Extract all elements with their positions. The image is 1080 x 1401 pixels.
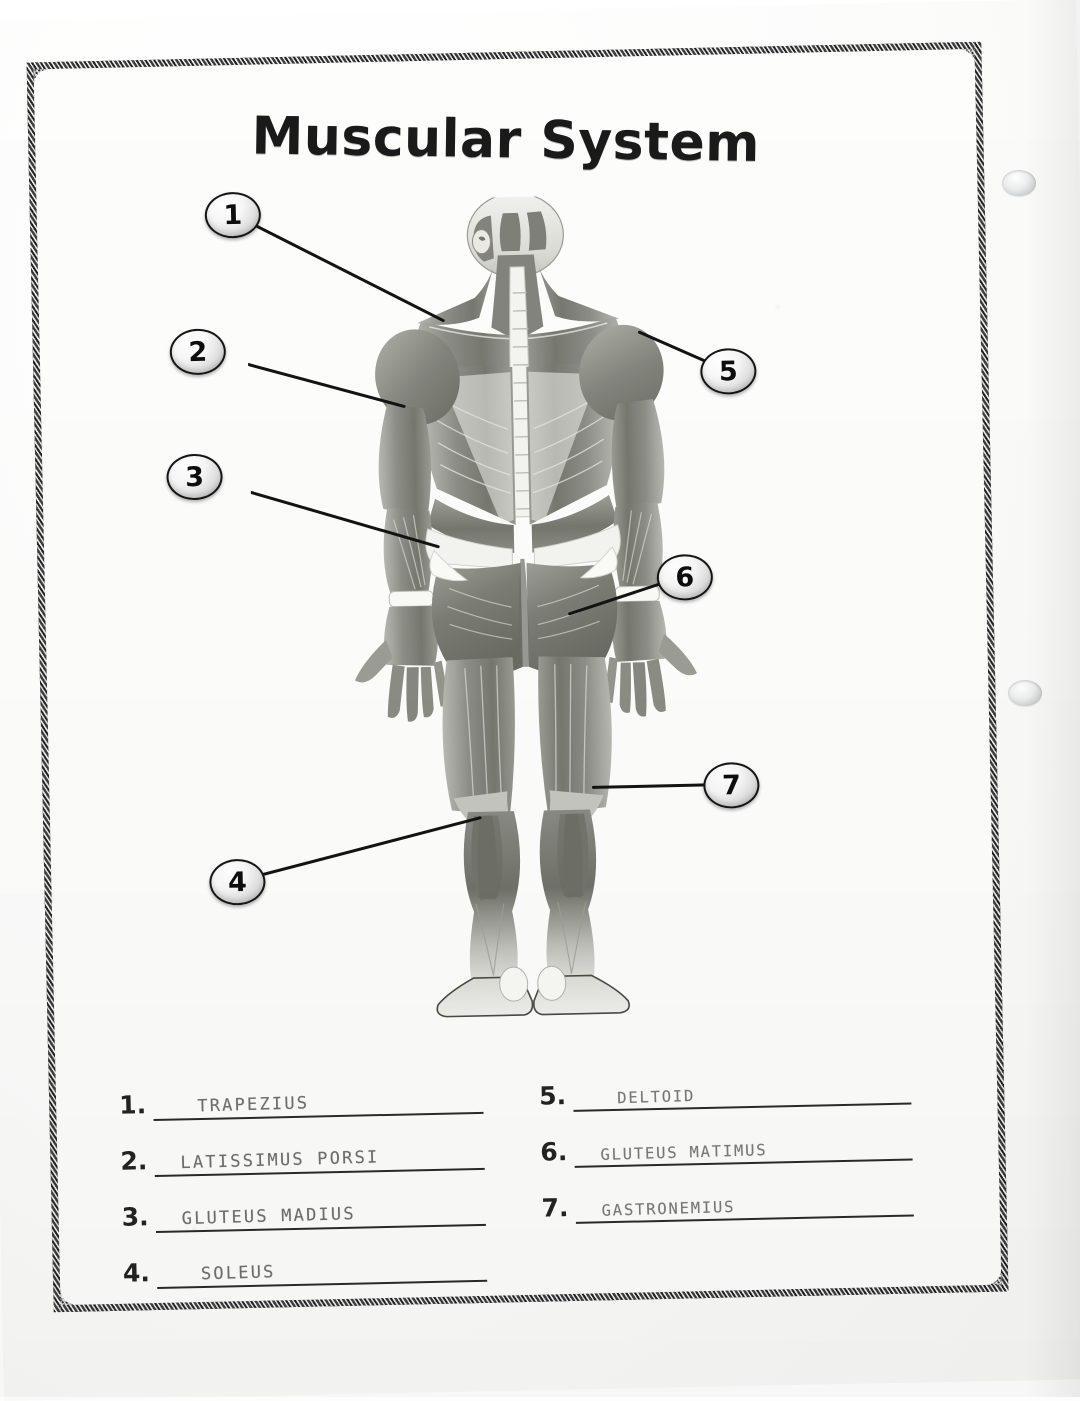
- leader-line-3: [244, 474, 440, 549]
- answer-row: 2. LATISSIMUS PORSI: [120, 1113, 521, 1178]
- answer-blank-4[interactable]: SOLEUS: [156, 1245, 488, 1290]
- left-hand: [355, 639, 449, 722]
- leader-line-1: [244, 212, 445, 323]
- callout-marker-2[interactable]: 2: [169, 328, 227, 376]
- answer-row: 5. DELTOID: [538, 1048, 939, 1113]
- answer-blank-7[interactable]: GASTRONEMIUS: [575, 1180, 914, 1224]
- callout-leader-lines: [244, 212, 731, 883]
- answer-row: 3. GLUTEUS MADIUS: [121, 1169, 522, 1234]
- answer-row: 1. TRAPEZIUS: [118, 1057, 519, 1122]
- answer-number: 5.: [538, 1081, 567, 1111]
- leader-line-4: [244, 816, 482, 883]
- hole-punch-icon: [1002, 170, 1036, 196]
- muscular-system-diagram: 1 2 3 4 5 6 7: [166, 191, 803, 1033]
- answer-number: 1.: [118, 1090, 147, 1120]
- answer-row: 7. GASTRONEMIUS: [541, 1160, 942, 1225]
- answer-handwriting: DELTOID: [616, 1086, 696, 1108]
- callout-marker-4[interactable]: 4: [208, 858, 266, 906]
- anatomy-figure-svg: [244, 192, 731, 1018]
- figure-head: [466, 192, 564, 278]
- feet-group: [436, 965, 630, 1018]
- answer-handwriting: TRAPEZIUS: [197, 1093, 310, 1117]
- thigh-group: [442, 656, 612, 836]
- answer-row: 4. SOLEUS: [122, 1225, 523, 1290]
- callout-marker-3[interactable]: 3: [166, 453, 224, 501]
- answer-handwriting: GLUTEUS MATIMUS: [600, 1141, 768, 1164]
- answer-number: 6.: [540, 1137, 568, 1167]
- answer-column-left: 1. TRAPEZIUS 2. LATISSIMUS PORSI 3. GLUT…: [118, 1057, 523, 1290]
- answer-number: 7.: [541, 1193, 569, 1223]
- gluteal-group: [425, 524, 621, 676]
- left-arm-group: [355, 329, 460, 722]
- gluteus-maximus-right: [526, 562, 618, 674]
- worksheet-content: Muscular System: [26, 42, 1008, 1313]
- answer-number: 3.: [121, 1202, 149, 1232]
- right-arm-group: [579, 324, 697, 717]
- answer-handwriting: LATISSIMUS PORSI: [180, 1147, 380, 1174]
- hole-punch-icon: [1008, 680, 1042, 706]
- answer-number: 2.: [120, 1146, 148, 1176]
- answer-row: 6. GLUTEUS MATIMUS: [540, 1104, 941, 1169]
- answer-handwriting: SOLEUS: [200, 1262, 276, 1285]
- calf-group: [463, 809, 597, 984]
- answer-number: 4.: [122, 1258, 151, 1288]
- answer-column-right: 5. DELTOID 6. GLUTEUS MATIMUS 7. GASTRON…: [538, 1048, 942, 1225]
- answer-handwriting: GLUTEUS MADIUS: [181, 1204, 357, 1230]
- answer-key-area: 1. TRAPEZIUS 2. LATISSIMUS PORSI 3. GLUT…: [118, 1048, 953, 1290]
- leader-line-2: [244, 349, 406, 408]
- page-title: Muscular System: [251, 106, 761, 174]
- answer-handwriting: GASTRONEMIUS: [601, 1197, 736, 1220]
